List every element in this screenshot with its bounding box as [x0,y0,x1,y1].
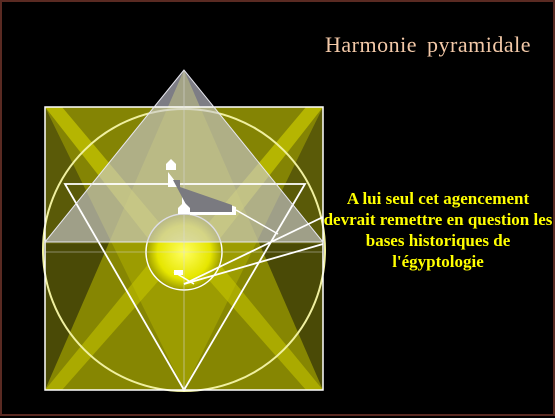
ray-lower [183,243,324,285]
house-marker-top [166,159,176,170]
diagonal-band-lower-right [184,240,323,390]
slide-caption: A lui seul cet agencement devrait remett… [323,189,553,271]
stepped-block-inner [173,180,232,212]
inverted-triangle [63,183,307,392]
slide-title: Harmonie pyramidale [325,32,531,57]
ray-diagonal [235,209,279,235]
ray-upper [183,216,324,285]
house-marker-middle [178,202,190,214]
diagonal-band-lower-left [45,240,184,390]
bottom-marker [174,270,183,275]
